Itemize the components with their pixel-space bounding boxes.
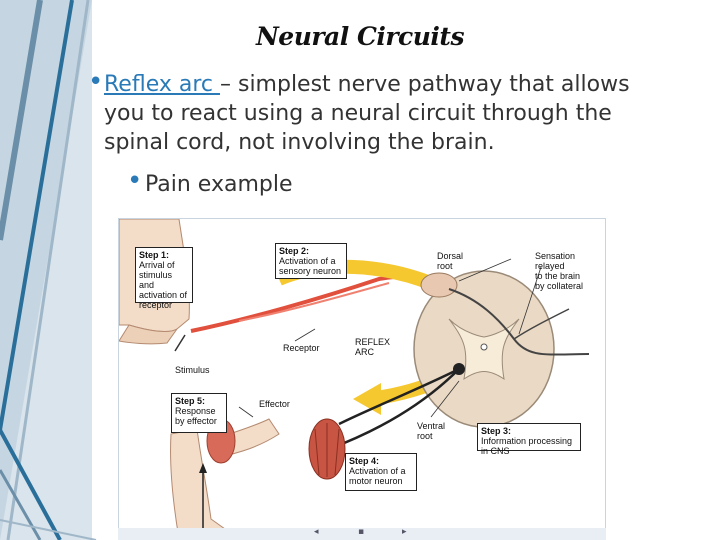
slide-title: Neural Circuits	[200, 22, 520, 51]
label-effector: Effector	[259, 399, 290, 409]
nav-next-icon[interactable]: ▸	[402, 527, 407, 537]
nav-home-icon[interactable]: ▪	[358, 527, 364, 537]
step-2-box: Step 2:Activation of a sensory neuron	[275, 243, 347, 279]
definition-line-3: spinal cord, not involving the brain.	[104, 128, 495, 157]
label-stimulus: Stimulus	[175, 365, 210, 375]
bullet-icon: •	[88, 68, 103, 97]
definition-line-2: you to react using a neural circuit thro…	[104, 99, 612, 128]
definition-line-1: Reflex arc – simplest nerve pathway that…	[104, 70, 630, 99]
sub-bullet-pain-example: Pain example	[145, 172, 293, 197]
figure-nav-bar: ◂ ▪ ▸	[118, 528, 606, 540]
sub-bullet-icon: •	[127, 166, 142, 196]
term-reflex-arc: Reflex arc	[104, 72, 220, 97]
step-1-box: Step 1:Arrival of stimulus and activatio…	[135, 247, 193, 303]
reflex-arc-diagram: Step 1:Arrival of stimulus and activatio…	[118, 218, 606, 538]
label-receptor: Receptor	[283, 343, 320, 353]
step-3-box: Step 3:Information processing in CNS	[477, 423, 581, 451]
nav-prev-icon[interactable]: ◂	[314, 527, 319, 537]
step-4-box: Step 4:Activation of a motor neuron	[345, 453, 417, 491]
step-5-box: Step 5:Response by effector	[171, 393, 227, 433]
